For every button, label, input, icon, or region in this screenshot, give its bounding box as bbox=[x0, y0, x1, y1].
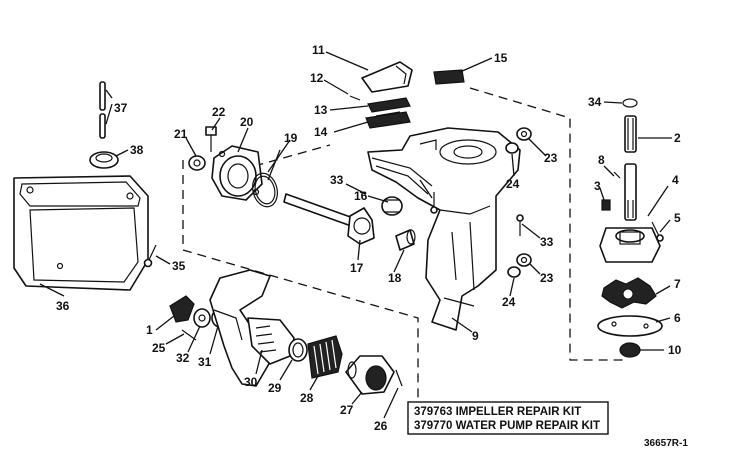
callout-24-upper: 24 bbox=[506, 177, 520, 191]
callout-37: 37 bbox=[114, 101, 128, 115]
pins-part-37 bbox=[99, 81, 106, 139]
callout-4: 4 bbox=[672, 173, 679, 187]
callout-35: 35 bbox=[172, 259, 186, 273]
bushing-part-29 bbox=[288, 338, 308, 362]
callout-23-lower: 23 bbox=[540, 271, 554, 285]
callout-3: 3 bbox=[594, 179, 601, 193]
callout-12: 12 bbox=[310, 71, 324, 85]
callout-38: 38 bbox=[130, 143, 144, 157]
pin-part-8 bbox=[613, 171, 621, 179]
key-part-3 bbox=[601, 199, 611, 211]
callout-34: 34 bbox=[588, 95, 602, 109]
callout-7: 7 bbox=[674, 277, 681, 291]
pump-housing-part-4 bbox=[599, 227, 661, 263]
callout-33-left: 33 bbox=[330, 173, 344, 187]
callout-14: 14 bbox=[314, 125, 328, 139]
gear-part-16 bbox=[381, 196, 403, 216]
callout-19: 19 bbox=[284, 131, 298, 145]
gasket-part-13 bbox=[367, 97, 411, 113]
callout-10: 10 bbox=[668, 343, 682, 357]
nut-part-23-lower bbox=[516, 253, 532, 267]
exhaust-housing-part-36 bbox=[13, 175, 149, 291]
callout-31: 31 bbox=[198, 355, 212, 369]
figure-id-label: 36657R-1 bbox=[644, 438, 688, 449]
callout-27: 27 bbox=[340, 403, 354, 417]
screw-part-22 bbox=[205, 126, 217, 152]
callout-25: 25 bbox=[152, 341, 166, 355]
impeller-part-7 bbox=[601, 277, 657, 309]
callout-20: 20 bbox=[240, 115, 254, 129]
callout-21: 21 bbox=[174, 127, 188, 141]
callout-2: 2 bbox=[674, 131, 681, 145]
nut-part-32 bbox=[193, 308, 211, 328]
gearcase-housing-part-9 bbox=[367, 127, 521, 331]
callout-18: 18 bbox=[388, 271, 402, 285]
callout-6: 6 bbox=[674, 311, 681, 325]
callout-8: 8 bbox=[598, 153, 605, 167]
callout-36: 36 bbox=[56, 299, 70, 313]
screw-part-33-upper bbox=[430, 192, 438, 214]
seal-part-38 bbox=[89, 151, 119, 169]
clutch-dog-part-28 bbox=[307, 335, 343, 379]
screw-part-33-lower bbox=[516, 214, 524, 236]
water-pump-cover-part-20 bbox=[211, 145, 263, 201]
callout-32: 32 bbox=[176, 351, 190, 365]
o-ring-part-19 bbox=[252, 172, 278, 208]
callout-22: 22 bbox=[212, 105, 226, 119]
nose-cone-part-1 bbox=[169, 295, 195, 323]
water-pump-repair-kit-label: 379770 WATER PUMP REPAIR KIT bbox=[414, 420, 600, 432]
washer-part-24-upper bbox=[505, 142, 519, 154]
screw-part-5 bbox=[651, 221, 664, 242]
callout-1: 1 bbox=[146, 323, 153, 337]
callout-29: 29 bbox=[268, 381, 282, 395]
grommet-part-21 bbox=[188, 155, 206, 171]
repair-kit-box: 379763 IMPELLER REPAIR KIT 379770 WATER … bbox=[407, 401, 609, 435]
nut-part-23-upper bbox=[516, 127, 532, 141]
callout-33-right: 33 bbox=[540, 235, 554, 249]
cover-part-11 bbox=[361, 61, 413, 93]
callout-11: 11 bbox=[312, 43, 325, 57]
pin-part-26 bbox=[395, 369, 403, 387]
callout-26: 26 bbox=[374, 419, 388, 433]
callout-16: 16 bbox=[354, 189, 368, 203]
propeller-part-30 bbox=[209, 269, 295, 387]
screen-part-15 bbox=[433, 69, 465, 85]
callout-labels: 37 38 35 36 21 22 20 19 11 12 13 14 15 3… bbox=[56, 43, 682, 433]
gear-part-27 bbox=[345, 355, 395, 395]
callout-5: 5 bbox=[674, 211, 681, 225]
callout-24-lower: 24 bbox=[502, 295, 516, 309]
callout-9: 9 bbox=[472, 329, 479, 343]
leader-lines bbox=[39, 51, 672, 419]
bearing-part-18 bbox=[395, 229, 416, 251]
o-ring-part-34 bbox=[622, 98, 638, 108]
callout-13: 13 bbox=[314, 103, 328, 117]
washer-part-24-lower bbox=[507, 266, 521, 278]
plate-part-14 bbox=[365, 111, 411, 129]
callout-30: 30 bbox=[244, 375, 258, 389]
callout-15: 15 bbox=[494, 51, 508, 65]
propeller-shaft-part-17 bbox=[283, 193, 375, 245]
impeller-repair-kit-label: 379763 IMPELLER REPAIR KIT bbox=[414, 406, 581, 418]
callout-17: 17 bbox=[350, 261, 364, 275]
callout-23-upper: 23 bbox=[544, 151, 558, 165]
callout-28: 28 bbox=[300, 391, 314, 405]
seal-part-10 bbox=[619, 342, 641, 358]
plate-part-6 bbox=[597, 315, 663, 337]
pin-part-12 bbox=[349, 95, 361, 101]
drive-shaft-part-2 bbox=[624, 115, 637, 221]
screw-part-35 bbox=[143, 244, 157, 268]
